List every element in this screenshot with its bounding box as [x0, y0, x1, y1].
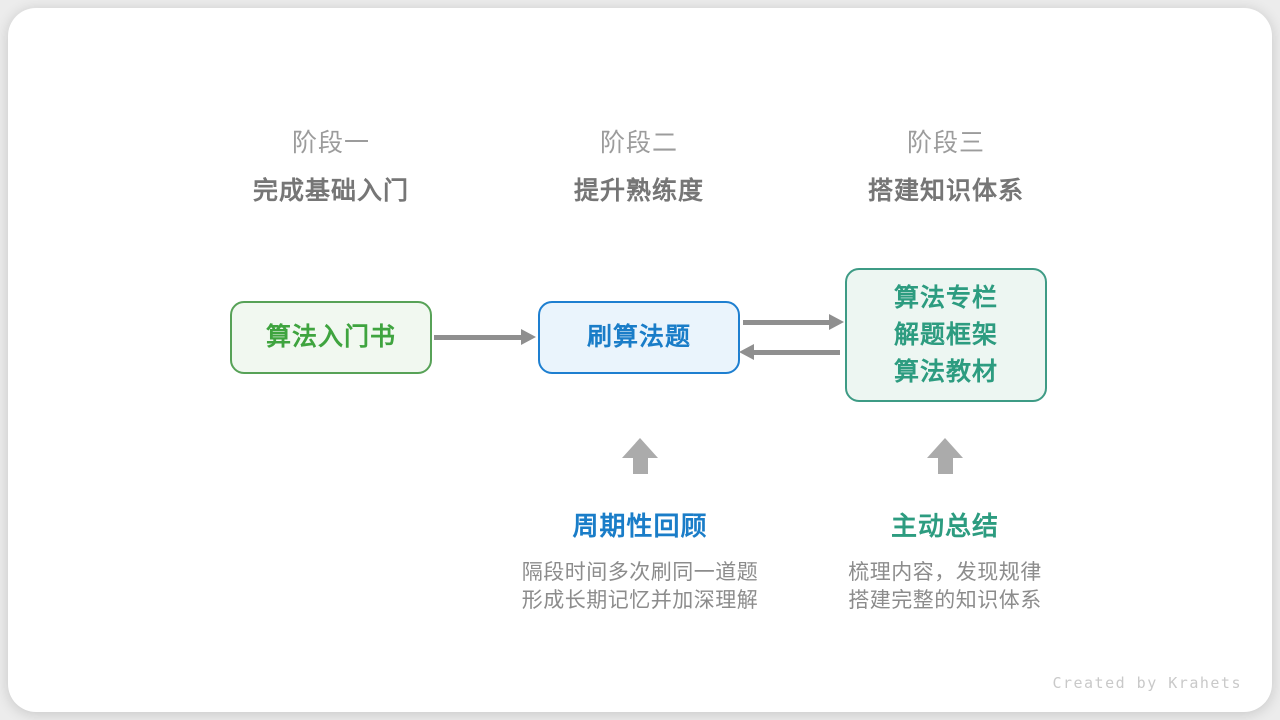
node-practice-problems-label: 刷算法题	[586, 323, 691, 351]
node-intro-book: 算法入门书	[230, 301, 432, 374]
node-knowledge-resources-line-1: 算法专栏	[893, 283, 998, 312]
stage-2-subtitle: 提升熟练度	[573, 177, 704, 205]
node-knowledge-resources: 算法专栏 解题框架 算法教材	[845, 268, 1047, 402]
arrow-head-left-icon	[739, 344, 754, 360]
arrow-shaft	[754, 349, 840, 355]
diagram-card: 阶段一 完成基础入门 阶段二 提升熟练度 阶段三 搭建知识体系 算法入门书 刷算…	[8, 8, 1272, 712]
stage-3-subtitle: 搭建知识体系	[867, 177, 1024, 205]
annotation-periodic-review-desc: 隔段时间多次刷同一道题 形成长期记忆并加深理解	[470, 559, 810, 615]
stage-2-label: 阶段二	[599, 129, 678, 157]
annotation-periodic-review-title: 周期性回顾	[572, 511, 708, 541]
up-arrow-stem	[632, 458, 648, 474]
node-knowledge-resources-line-3: 算法教材	[893, 357, 998, 386]
arrow-shaft	[434, 334, 521, 340]
node-practice-problems: 刷算法题	[538, 301, 740, 374]
arrow-box2-to-box3	[743, 314, 844, 330]
desc-line-1: 隔段时间多次刷同一道题	[521, 561, 759, 584]
credit-text: Created by Krahets	[1052, 674, 1242, 692]
up-arrow-stem	[937, 458, 953, 474]
stage-1-label: 阶段一	[291, 129, 370, 157]
desc-line-1: 梳理内容，发现规律	[848, 561, 1042, 584]
arrow-box3-to-box2	[739, 344, 840, 360]
desc-line-2: 形成长期记忆并加深理解	[521, 589, 759, 612]
annotation-active-summary-desc: 梳理内容，发现规律 搭建完整的知识体系	[775, 559, 1115, 615]
up-arrow-icon-review	[622, 438, 658, 474]
stage-1-subtitle: 完成基础入门	[252, 177, 409, 205]
arrow-box1-to-box2	[434, 329, 536, 345]
annotation-active-summary-title: 主动总结	[890, 511, 999, 541]
stage-2-header: 阶段二 提升熟练度	[479, 128, 799, 206]
annotation-periodic-review: 周期性回顾 隔段时间多次刷同一道题 形成长期记忆并加深理解	[470, 511, 810, 615]
annotation-active-summary: 主动总结 梳理内容，发现规律 搭建完整的知识体系	[775, 511, 1115, 615]
arrow-shaft	[743, 319, 829, 325]
up-arrow-icon-summarize	[927, 438, 963, 474]
arrow-head-right-icon	[829, 314, 844, 330]
arrow-head-right-icon	[521, 329, 536, 345]
stage-3-label: 阶段三	[906, 129, 985, 157]
stage-3-header: 阶段三 搭建知识体系	[786, 128, 1106, 206]
stage-1-header: 阶段一 完成基础入门	[171, 128, 491, 206]
up-arrow-head	[622, 438, 658, 458]
up-arrow-head	[927, 438, 963, 458]
desc-line-2: 搭建完整的知识体系	[848, 589, 1042, 612]
node-intro-book-label: 算法入门书	[265, 323, 396, 351]
node-knowledge-resources-line-2: 解题框架	[893, 320, 998, 349]
